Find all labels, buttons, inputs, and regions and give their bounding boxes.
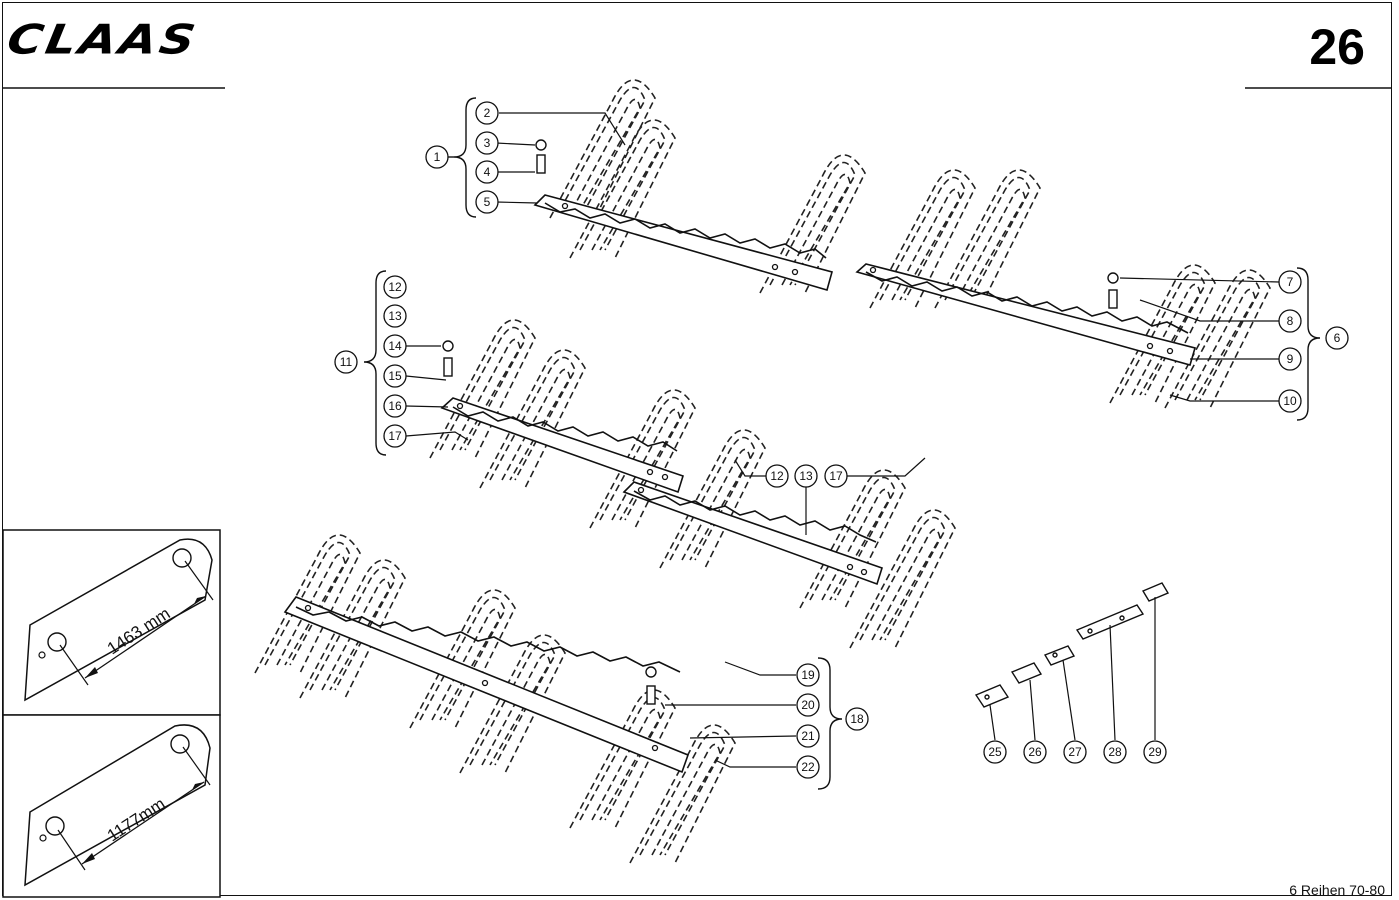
svg-text:15: 15 <box>388 369 402 383</box>
svg-text:17: 17 <box>388 429 402 443</box>
svg-text:27: 27 <box>1068 745 1082 759</box>
callout-6: 6 <box>1325 326 1349 350</box>
callout-7: 7 <box>1278 270 1302 294</box>
callout-14: 14 <box>383 334 407 358</box>
callout-29: 29 <box>1143 740 1167 764</box>
callout-12b: 12 <box>765 464 789 488</box>
callout-19: 19 <box>796 663 820 687</box>
callout-11: 11 <box>334 350 358 374</box>
svg-text:28: 28 <box>1108 745 1122 759</box>
svg-text:21: 21 <box>801 729 815 743</box>
callout-25: 25 <box>983 740 1007 764</box>
svg-text:29: 29 <box>1148 745 1162 759</box>
callout-20: 20 <box>796 693 820 717</box>
callout-12: 12 <box>383 275 407 299</box>
svg-text:16: 16 <box>388 399 402 413</box>
callout-13b: 13 <box>794 464 818 488</box>
callout-17b: 17 <box>824 464 848 488</box>
svg-text:12: 12 <box>770 469 784 483</box>
svg-text:18: 18 <box>850 712 864 726</box>
svg-text:25: 25 <box>988 745 1002 759</box>
svg-text:6: 6 <box>1334 331 1341 345</box>
inset-bottom: 1177mm <box>2 714 221 898</box>
callout-1: 1 <box>425 145 449 169</box>
callout-21: 21 <box>796 724 820 748</box>
svg-text:17: 17 <box>829 469 843 483</box>
inset-top: 1463 mm <box>2 529 221 716</box>
page-number: 26 <box>1309 19 1365 75</box>
callout-18: 18 <box>845 707 869 731</box>
svg-text:8: 8 <box>1287 314 1294 328</box>
svg-text:10: 10 <box>1283 394 1297 408</box>
svg-text:3: 3 <box>484 136 491 150</box>
callout-16: 16 <box>383 394 407 418</box>
svg-text:2: 2 <box>484 106 491 120</box>
svg-text:5: 5 <box>484 195 491 209</box>
callout-13: 13 <box>383 304 407 328</box>
svg-text:1: 1 <box>434 150 441 164</box>
callout-27: 27 <box>1063 740 1087 764</box>
svg-text:13: 13 <box>799 469 813 483</box>
footer-label: 6 Reihen 70-80 <box>1289 882 1385 898</box>
callout-2: 2 <box>475 101 499 125</box>
callout-28: 28 <box>1103 740 1127 764</box>
svg-text:26: 26 <box>1028 745 1042 759</box>
svg-text:22: 22 <box>801 760 815 774</box>
svg-text:12: 12 <box>388 280 402 294</box>
callout-22: 22 <box>796 755 820 779</box>
callout-3: 3 <box>475 131 499 155</box>
callout-8: 8 <box>1278 309 1302 333</box>
svg-text:11: 11 <box>340 355 353 369</box>
svg-text:19: 19 <box>801 668 815 682</box>
callout-5: 5 <box>475 190 499 214</box>
callout-9: 9 <box>1278 347 1302 371</box>
callout-15: 15 <box>383 364 407 388</box>
svg-text:20: 20 <box>801 698 815 712</box>
svg-text:7: 7 <box>1287 275 1294 289</box>
svg-text:14: 14 <box>388 339 402 353</box>
svg-text:9: 9 <box>1287 352 1294 366</box>
callout-10: 10 <box>1278 389 1302 413</box>
callout-26: 26 <box>1023 740 1047 764</box>
callout-17: 17 <box>383 424 407 448</box>
svg-text:4: 4 <box>484 165 491 179</box>
svg-text:13: 13 <box>388 309 402 323</box>
callout-4: 4 <box>475 160 499 184</box>
